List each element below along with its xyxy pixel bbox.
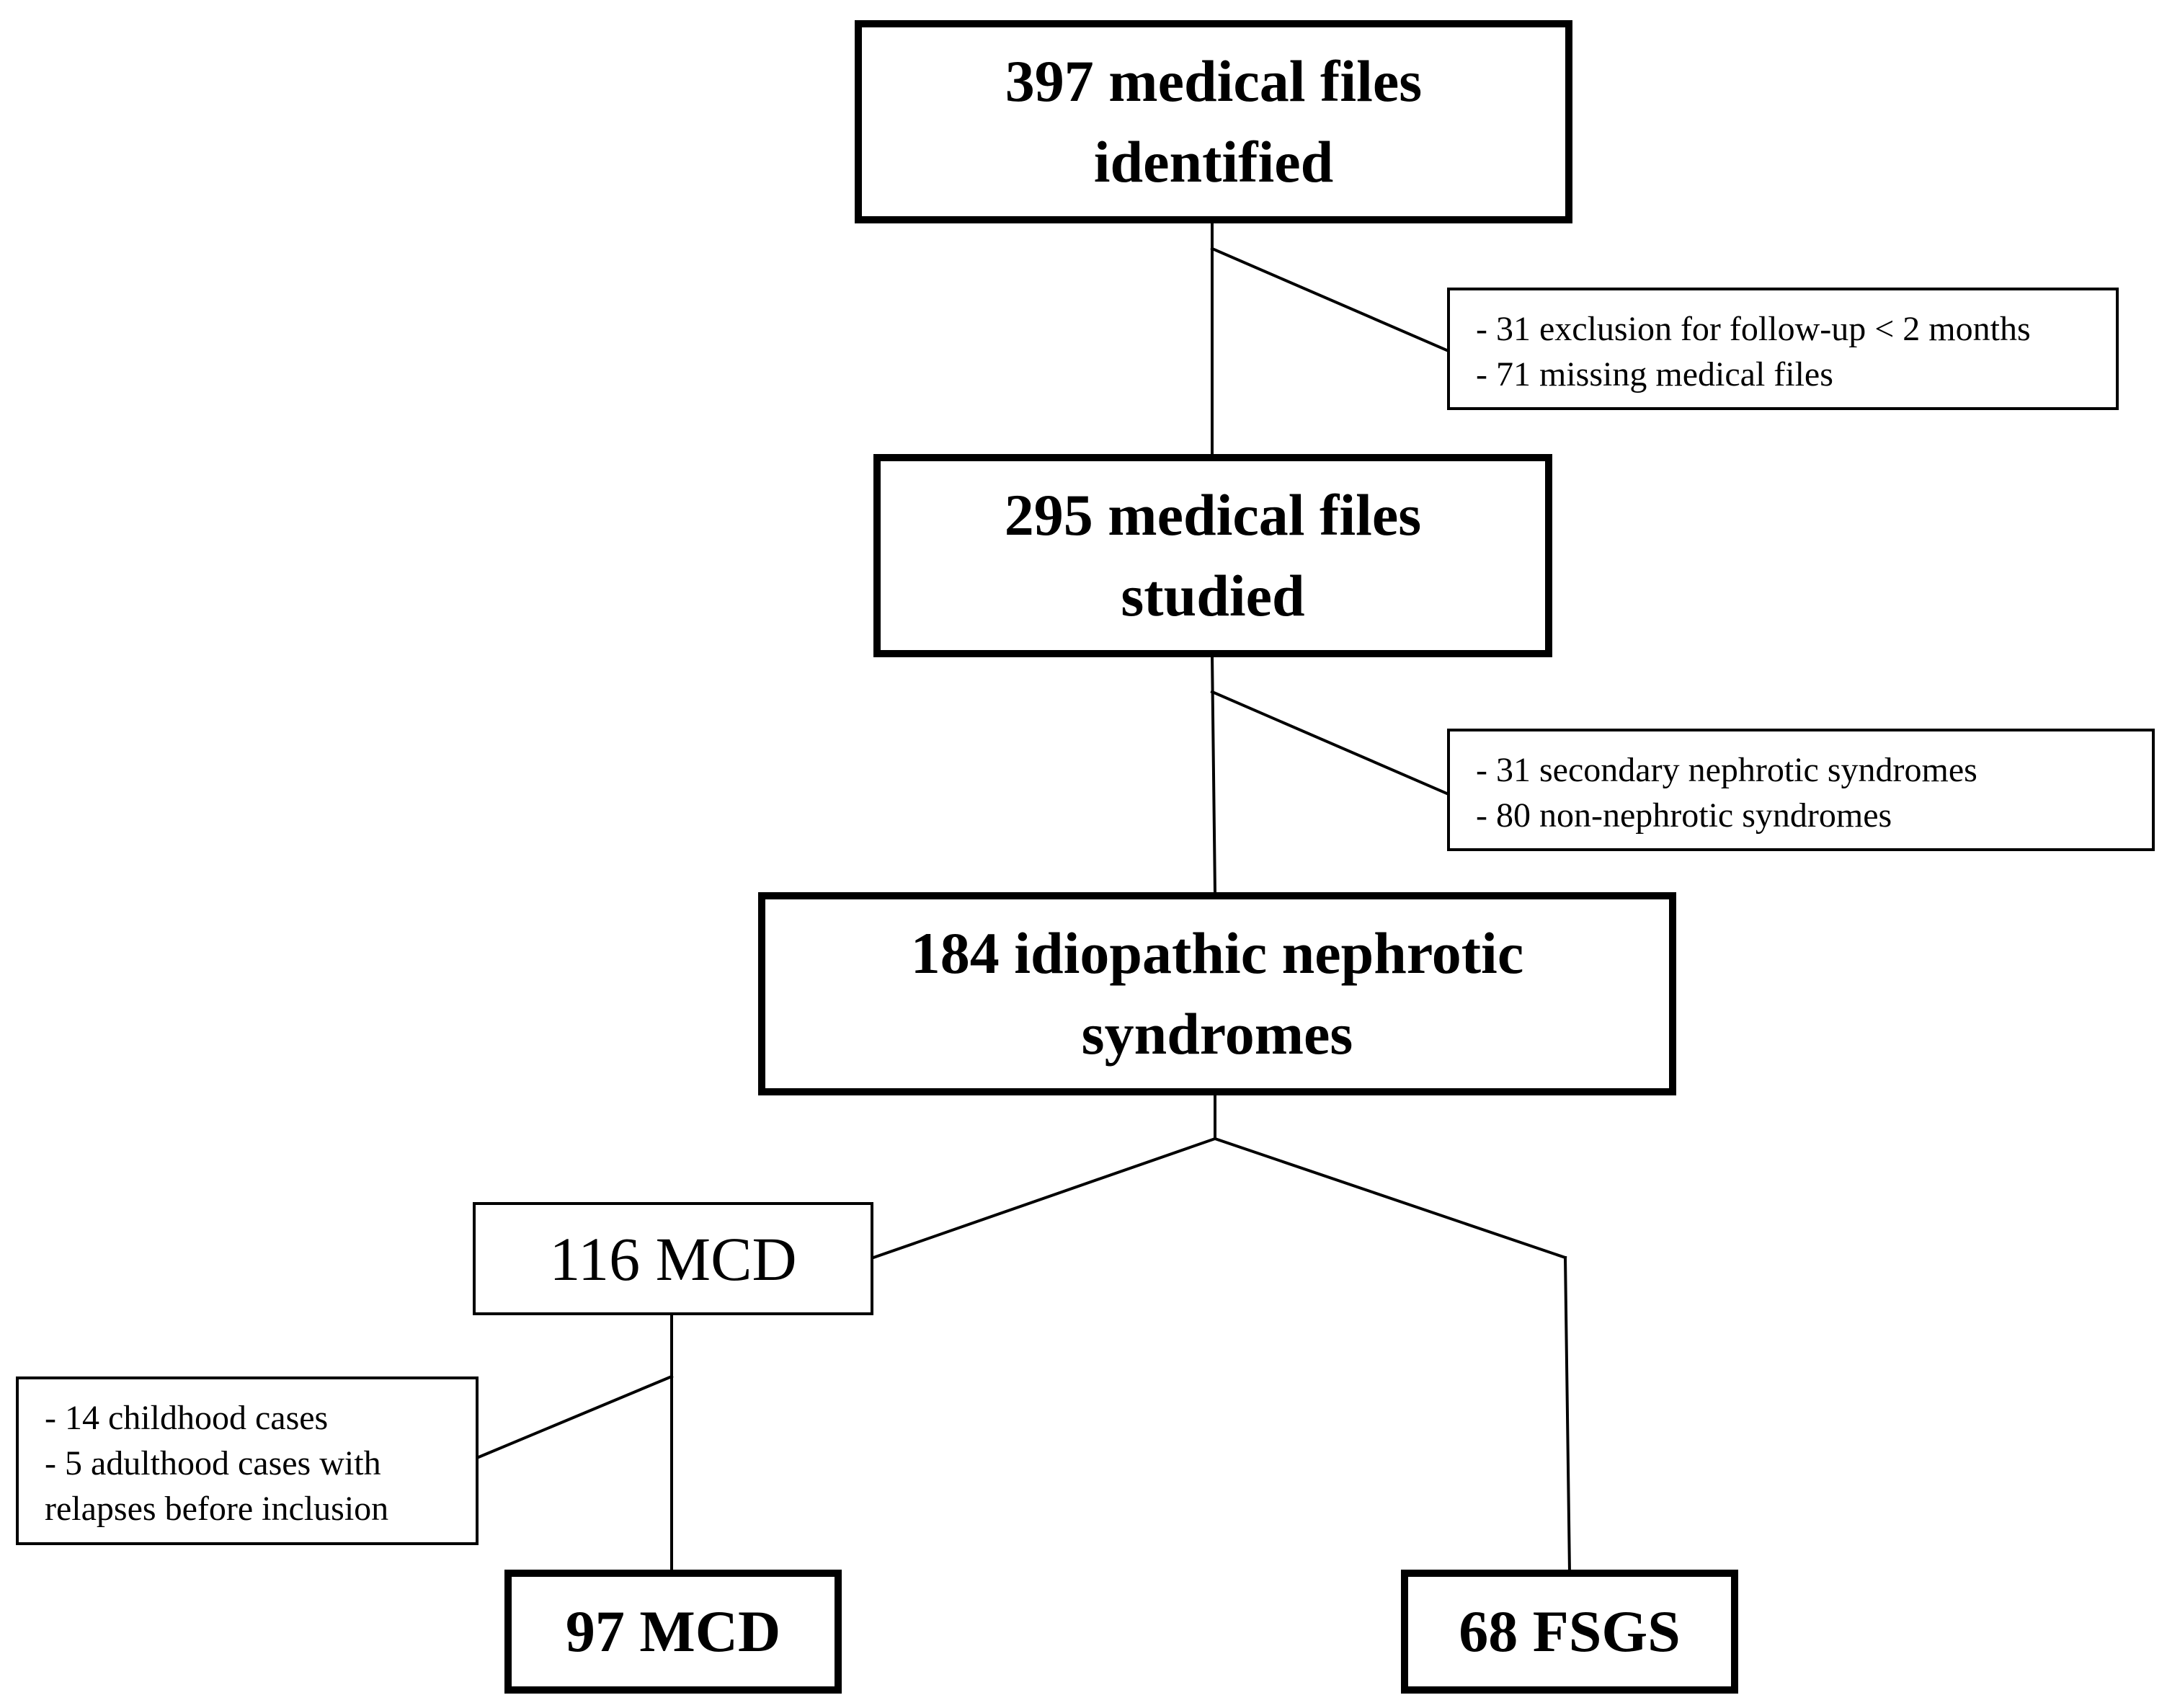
node-295-studied: 295 medical files studied — [873, 454, 1552, 657]
exclusion-line: relapses before inclusion — [45, 1490, 389, 1528]
exclusion-line: - 80 non-nephrotic syndromes — [1476, 796, 1892, 835]
connector-fsgs-vertical — [1563, 1255, 1572, 1575]
connector-exclusion-3 — [476, 1374, 674, 1459]
connector-studied-to-idiopathic — [1210, 652, 1217, 896]
connector-exclusion-2 — [1210, 690, 1451, 796]
node-label-line: 116 MCD — [549, 1224, 797, 1294]
node-97-mcd: 97 MCD — [504, 1570, 842, 1694]
node-label-line: studied — [1121, 563, 1305, 628]
exclusion-line: - 14 childhood cases — [45, 1399, 329, 1437]
node-184-idiopathic: 184 idiopathic nephrotic syndromes — [758, 892, 1676, 1095]
exclusion-box-3: - 14 childhood cases - 5 adulthood cases… — [16, 1376, 479, 1545]
node-116-mcd: 116 MCD — [473, 1202, 873, 1315]
connector-split-to-fsgs-diagonal — [1213, 1137, 1567, 1260]
node-label-line: syndromes — [1081, 1001, 1353, 1067]
node-label-line: 295 medical files — [1004, 482, 1422, 548]
connector-split-to-mcd — [871, 1137, 1217, 1260]
exclusion-line: - 31 secondary nephrotic syndromes — [1476, 751, 1977, 789]
exclusion-line: - 5 adulthood cases with — [45, 1444, 381, 1482]
node-label-line: 68 FSGS — [1459, 1598, 1681, 1664]
connector-exclusion-1 — [1210, 246, 1451, 353]
exclusion-box-1: - 31 exclusion for follow-up < 2 months … — [1447, 288, 2119, 410]
node-label-line: identified — [1093, 129, 1334, 195]
exclusion-line: - 31 exclusion for follow-up < 2 months — [1476, 310, 2031, 348]
node-label-line: 397 medical files — [1005, 48, 1423, 114]
exclusion-box-2: - 31 secondary nephrotic syndromes - 80 … — [1447, 729, 2155, 851]
node-68-fsgs: 68 FSGS — [1401, 1570, 1738, 1694]
exclusion-line: - 71 missing medical files — [1476, 355, 1833, 393]
node-label-line: 97 MCD — [565, 1598, 781, 1664]
node-label-line: 184 idiopathic nephrotic — [910, 920, 1524, 986]
node-397-identified: 397 medical files identified — [855, 20, 1572, 223]
